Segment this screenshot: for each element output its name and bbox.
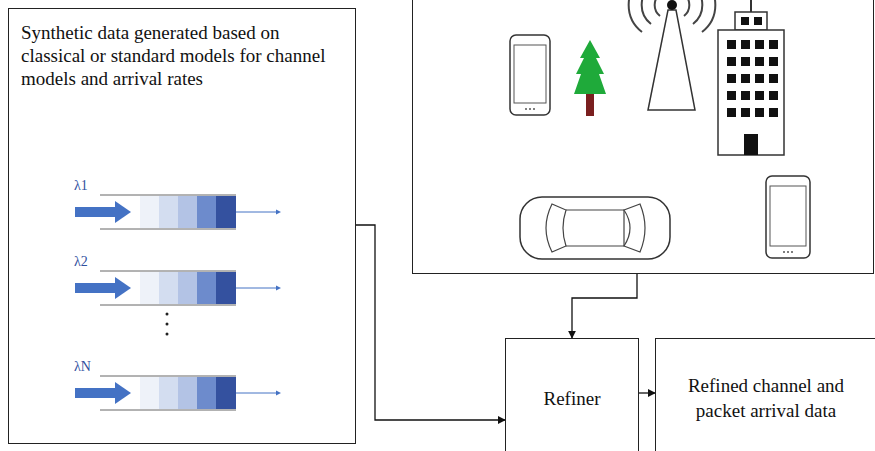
queue-line [100,410,236,411]
building-icon [718,0,784,155]
car-windshield [546,204,566,252]
queue [75,195,281,229]
phone-dot [783,251,785,253]
queue [75,376,281,410]
queue-cell [197,377,216,409]
queue-cell [159,196,178,228]
queue-line [100,305,236,306]
vertical-dots [166,313,169,336]
output-arrow [236,212,276,213]
process-box: Refined channel and packet arrival data [655,338,875,451]
tower-body [648,10,695,110]
box-label: Refined channel and packet arrival data [676,373,856,423]
queue-line [100,195,236,196]
arrival-rate-label: λN [74,359,91,375]
output-arrow [276,286,281,291]
phone-dot [787,251,789,253]
output-arrow [236,393,276,394]
input-arrow [75,207,117,217]
window [741,17,749,25]
tree-icon [574,40,606,116]
input-arrow [75,283,117,293]
connector-arrow [639,392,655,393]
queue-cell [140,272,159,304]
output-arrow [236,288,276,289]
queue-cell [178,196,197,228]
window [754,17,762,25]
output-arrow [276,210,281,215]
box-label: Refiner [517,387,627,410]
queue-cell [216,377,236,409]
tree-trunk [586,92,594,116]
signal-arcs [629,0,660,32]
connector-arrow [572,274,637,338]
signal-arcs [684,0,715,32]
queue-cell [178,272,197,304]
phone-dot [525,108,527,110]
input-arrow [115,201,131,223]
phone-screen [514,45,546,103]
connector-arrow [356,225,505,420]
process-box: Synthetic data generated based on classi… [8,8,356,444]
tower-antenna [667,0,677,10]
dot [166,333,169,336]
queue [75,271,281,305]
dot [166,313,169,316]
output-arrow [276,391,281,396]
input-arrow [115,382,131,404]
queue-cell [140,377,159,409]
queue-cell [216,196,236,228]
car-icon [520,197,670,259]
phone-icon [766,176,810,258]
building-top [735,12,767,30]
queue-cell [178,377,197,409]
process-box: Refiner [505,338,639,451]
queue-cell [140,196,159,228]
building-body [718,30,784,155]
phone-dot [529,108,531,110]
arrival-rate-label: λ1 [74,178,88,194]
tree-crown [574,40,606,94]
queue-line [100,376,236,377]
queue-line [100,229,236,230]
car-body [520,197,670,259]
arrival-rate-label: λ2 [74,254,88,270]
queue-cell [197,196,216,228]
dot [166,323,169,326]
building-antenna [750,0,752,12]
scene-box [412,0,874,274]
queue-cell [216,272,236,304]
queue-cell [159,377,178,409]
phone-dot [533,108,535,110]
phone-screen [770,186,806,246]
phone-dot [791,251,793,253]
input-arrow [115,277,131,299]
queue-cell [159,272,178,304]
queue-cell [197,272,216,304]
windows [727,40,778,155]
description-text: Synthetic data generated based on classi… [21,21,341,90]
phone-body [766,176,810,258]
car-rear-window [624,204,645,252]
phone-body [510,35,550,115]
car-roof [566,210,624,246]
input-arrow [75,388,117,398]
queue-line [100,271,236,272]
phone-icon [510,35,550,115]
tower-icon [629,0,716,110]
